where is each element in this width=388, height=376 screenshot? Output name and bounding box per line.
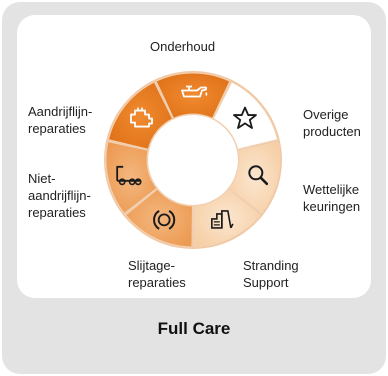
segment-tow-truck[interactable] bbox=[193, 188, 262, 248]
engine-icon bbox=[130, 107, 153, 128]
label-overige-producten: Overige producten bbox=[303, 107, 361, 139]
star-icon bbox=[233, 106, 257, 129]
label-onderhoud: Onderhoud bbox=[150, 39, 216, 54]
magnifier-icon bbox=[248, 165, 269, 186]
brake-disc-icon bbox=[153, 210, 176, 230]
service-icons bbox=[116, 85, 269, 230]
segment-magnifier[interactable] bbox=[228, 141, 281, 215]
label-slijtage-reparaties: Slijtage- reparaties bbox=[128, 258, 186, 290]
label-niet-aandrijflijn-reparaties: Niet- aandrijflijn- reparaties bbox=[28, 171, 91, 220]
tow-truck-icon bbox=[211, 210, 234, 229]
oil-can-icon bbox=[181, 85, 208, 98]
label-wettelijke-keuringen: Wettelijke keuringen bbox=[303, 182, 361, 214]
segment-engine[interactable] bbox=[107, 81, 174, 150]
tractor-trailer-icon bbox=[116, 165, 142, 186]
label-aandrijflijn-reparaties: Aandrijflijn- reparaties bbox=[28, 104, 93, 136]
service-ring bbox=[104, 71, 282, 249]
ring-center bbox=[148, 115, 238, 205]
segment-tractor-trailer[interactable] bbox=[105, 141, 158, 215]
full-care-title: Full Care bbox=[157, 319, 231, 338]
label-stranding-support: Stranding Support bbox=[243, 258, 299, 290]
segment-star[interactable] bbox=[212, 81, 279, 150]
